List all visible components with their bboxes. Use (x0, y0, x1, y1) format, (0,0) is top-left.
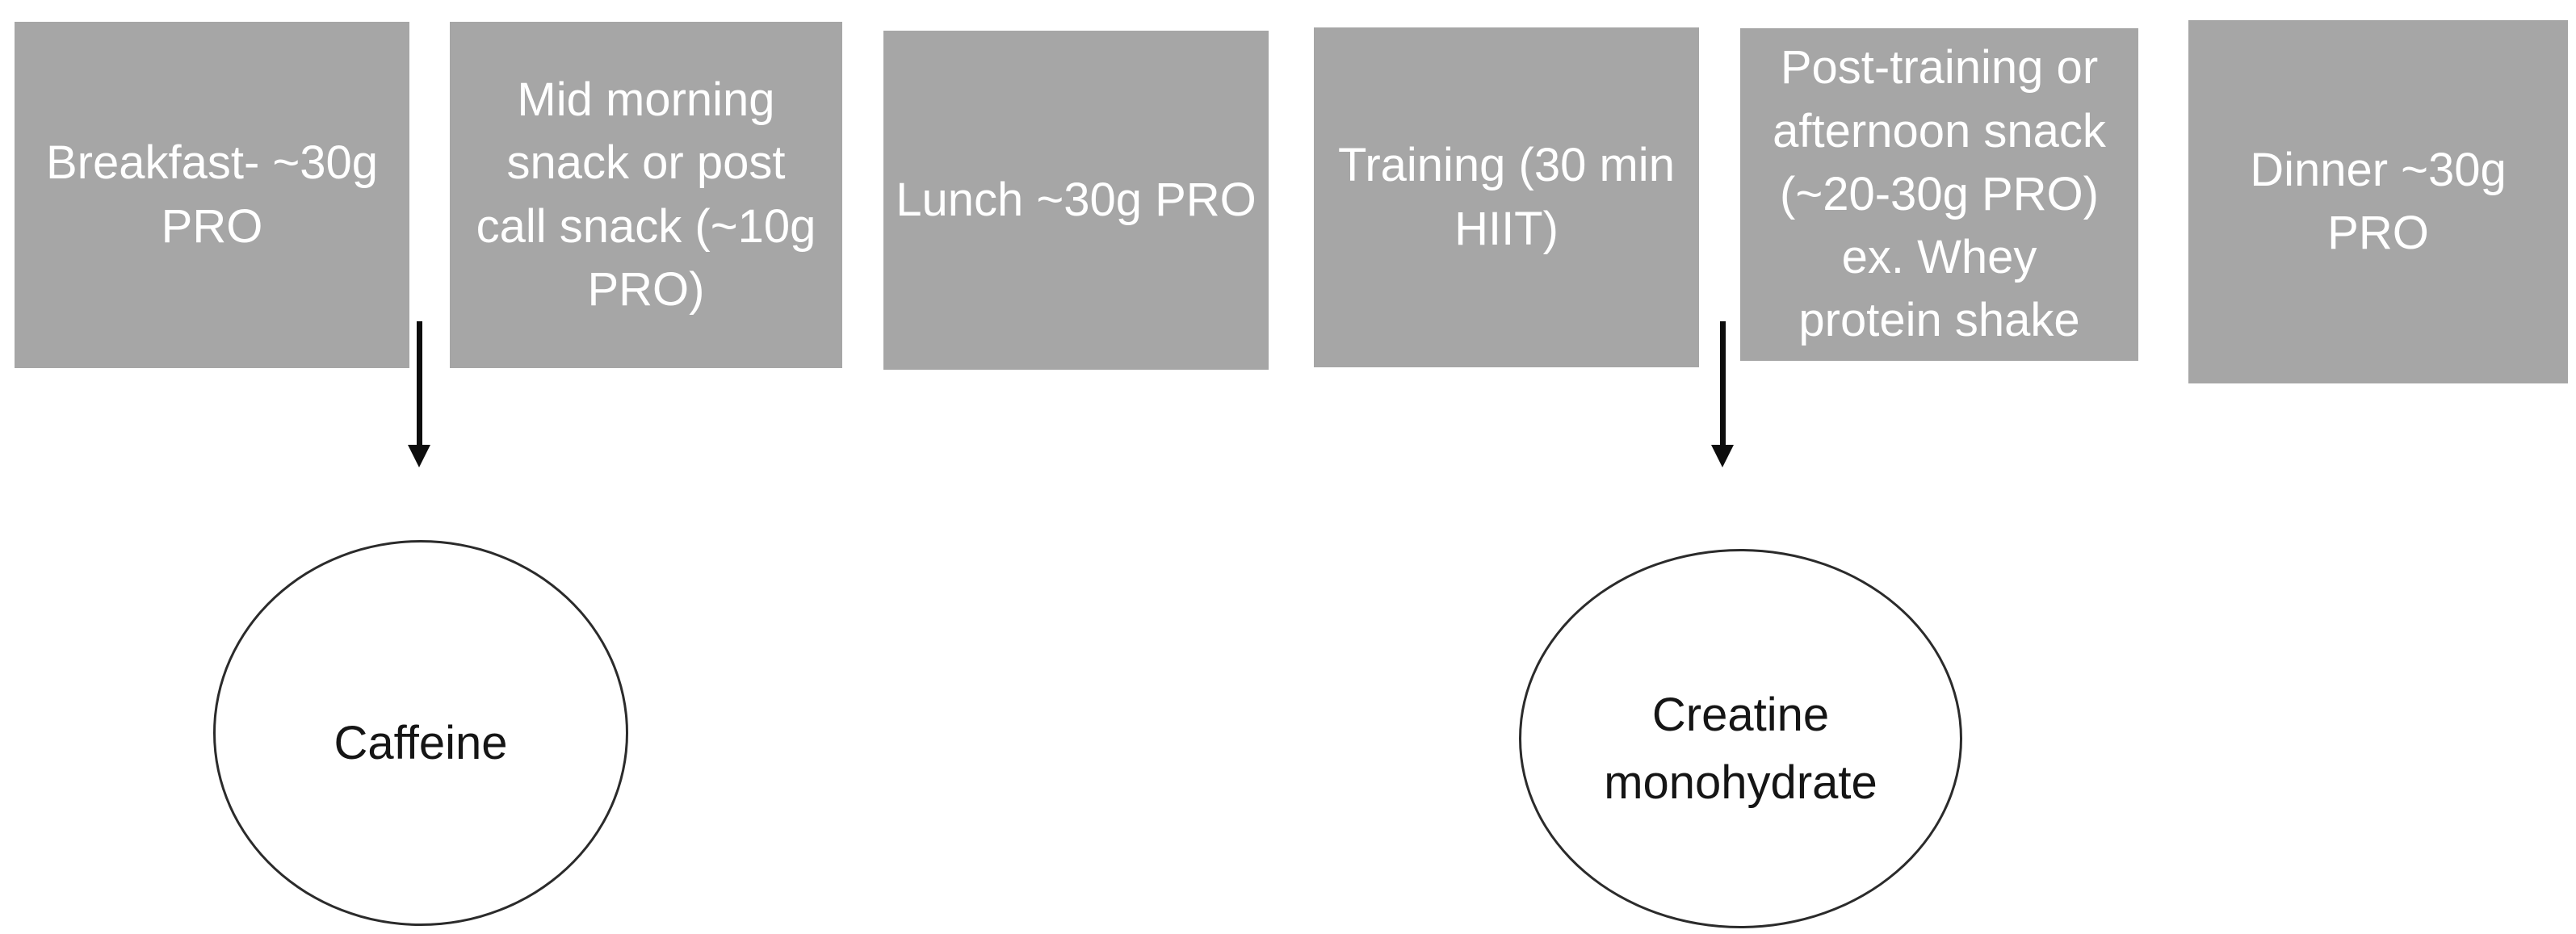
node-breakfast-label: Breakfast- ~30g PRO (45, 136, 379, 253)
node-breakfast: Breakfast- ~30g PRO (15, 22, 409, 368)
node-post-training-snack-label: Post-training or afternoon snack (~20-30… (1773, 41, 2106, 347)
node-training: Training (30 min HIIT) (1314, 27, 1699, 367)
down-arrow-caffeine (417, 321, 422, 448)
node-mid-morning-snack: Mid morning snack or post call snack (~1… (450, 22, 842, 368)
node-creatine-monohydrate-label: Creatine monohydrate (1604, 688, 1877, 809)
down-arrow-caffeine-head (408, 445, 430, 467)
node-dinner: Dinner ~30g PRO (2188, 20, 2568, 383)
node-caffeine: Caffeine (213, 540, 628, 926)
node-dinner-label: Dinner ~30g PRO (2250, 143, 2507, 259)
down-arrow-creatine (1720, 321, 1726, 448)
node-lunch-label: Lunch ~30g PRO (896, 173, 1257, 226)
node-mid-morning-snack-label: Mid morning snack or post call snack (~1… (476, 73, 816, 316)
node-lunch: Lunch ~30g PRO (883, 31, 1269, 370)
down-arrow-creatine-head (1711, 445, 1734, 467)
node-creatine-monohydrate: Creatine monohydrate (1519, 549, 1962, 928)
node-post-training-snack: Post-training or afternoon snack (~20-30… (1740, 28, 2138, 361)
node-training-label: Training (30 min HIIT) (1338, 139, 1675, 255)
node-caffeine-label: Caffeine (334, 716, 508, 769)
